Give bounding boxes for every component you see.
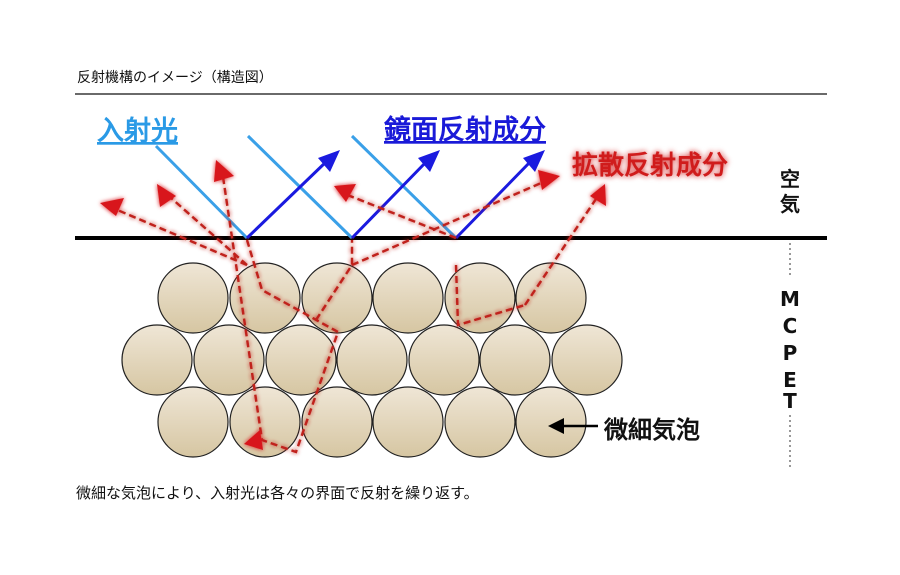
mcpet-label-char-1: M (780, 287, 800, 311)
mcpet-label: M C P E T (780, 287, 800, 413)
arrow-up-right-icon (523, 150, 545, 172)
mcpet-label-char-3: P (783, 341, 798, 365)
bubble (121, 324, 193, 396)
dashed-arrow-icon (214, 160, 234, 182)
bubble (515, 262, 587, 334)
dashed-arrow-icon (157, 184, 176, 207)
bubble-layer (121, 262, 623, 458)
bubble (229, 262, 301, 334)
specular-arrowheads (318, 150, 545, 172)
dashed-arrow-icon (538, 170, 560, 190)
diffuse-label: 拡散反射成分 (572, 151, 728, 181)
incident-ray (154, 144, 249, 240)
diffuse-path (161, 189, 248, 266)
air-label: 空 気 (780, 167, 800, 216)
arrow-left-icon (548, 418, 564, 434)
diffuse-arrowheads (100, 160, 606, 450)
mcpet-label-char-5: T (783, 389, 797, 413)
bubble (479, 324, 551, 396)
dashed-arrow-icon (334, 184, 356, 202)
bubble (444, 262, 516, 334)
incident-label: 入射光 (97, 116, 178, 147)
bubble-label: 微細気泡 (603, 416, 700, 444)
mcpet-label-char-4: E (783, 368, 797, 392)
dashed-arrow-icon (100, 198, 124, 216)
diffuse-path (107, 204, 248, 267)
specular-ray (350, 158, 430, 240)
arrow-up-right-icon (418, 150, 440, 172)
bubble (229, 386, 301, 458)
dashed-arrow-icon (244, 430, 263, 450)
diffuse-path (351, 178, 549, 267)
bubble (301, 386, 373, 458)
arrow-up-right-icon (318, 150, 340, 172)
specular-label: 鏡面反射成分 (384, 114, 546, 146)
bubble (372, 262, 444, 334)
specular-rays (245, 158, 534, 240)
bubble (551, 324, 623, 396)
bubble (157, 386, 229, 458)
diffuse-path (454, 264, 526, 327)
bubble (408, 324, 480, 396)
diagram-title: 反射機構のイメージ（構造図） (77, 70, 273, 86)
bubble (336, 324, 408, 396)
bubble (301, 262, 373, 334)
specular-ray (245, 158, 330, 240)
incident-rays (154, 134, 458, 240)
bubble (157, 262, 229, 334)
bubble (372, 386, 444, 458)
bubble (265, 324, 337, 396)
dashed-arrow-icon (590, 184, 606, 206)
specular-ray (454, 158, 534, 240)
mcpet-label-char-2: C (783, 314, 798, 338)
bubble (444, 386, 516, 458)
bubble (515, 386, 587, 458)
diffuse-path (220, 169, 340, 454)
incident-ray (350, 134, 458, 240)
diffuse-paths (107, 169, 601, 454)
diffuse-path (314, 240, 354, 321)
diffuse-path (339, 190, 457, 240)
bubble-pointer (548, 418, 598, 434)
air-label-char-1: 空 (780, 167, 800, 191)
diffuse-path (524, 192, 601, 306)
footer-caption: 微細な気泡により、入射光は各々の界面で反射を繰り返す。 (76, 484, 479, 502)
air-label-char-2: 気 (780, 192, 800, 216)
